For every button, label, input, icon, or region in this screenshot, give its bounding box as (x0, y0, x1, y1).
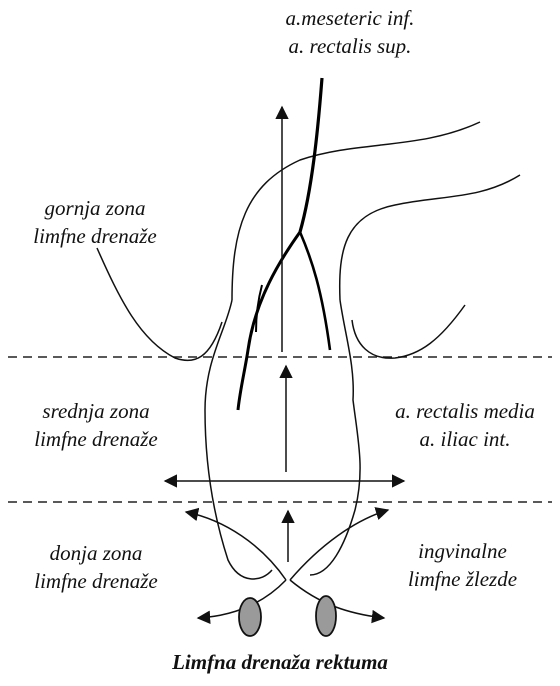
upper-zone-label: gornja zona limfne drenaže (10, 194, 180, 251)
middle-artery-label: a. rectalis media a. iliac int. (372, 397, 558, 454)
top-artery-label: a.meseteric inf. a. rectalis sup. (200, 4, 500, 61)
left-pelvic-outline (97, 248, 222, 360)
right-lymph-node (316, 596, 336, 636)
inguinal-right-arrow (290, 580, 384, 618)
upper-zone-line2: limfne drenaže (10, 222, 180, 250)
top-artery-line2: a. rectalis sup. (200, 32, 500, 60)
inguinal-label: ingvinalne limfne žlezde (380, 537, 545, 594)
lower-zone-line2: limfne drenaže (6, 567, 186, 595)
lower-zone-label: donja zona limfne drenaže (6, 539, 186, 596)
left-lymph-node (239, 598, 261, 636)
middle-artery-line1: a. rectalis media (372, 397, 558, 425)
middle-zone-label: srednja zona limfne drenaže (6, 397, 186, 454)
rectum-left-wall (205, 300, 272, 579)
middle-zone-line2: limfne drenaže (6, 425, 186, 453)
middle-artery-line2: a. iliac int. (372, 425, 558, 453)
rectum-right-wall (310, 300, 360, 575)
inguinal-line1: ingvinalne (380, 537, 545, 565)
colon-right-curve (340, 175, 520, 300)
diagram-caption: Limfna drenaža rektuma (0, 650, 560, 675)
inguinal-line2: limfne žlezde (380, 565, 545, 593)
artery-left-branch (238, 232, 300, 410)
lower-right-curve-arrow (290, 510, 388, 580)
lower-zone-line1: donja zona (6, 539, 186, 567)
middle-zone-line1: srednja zona (6, 397, 186, 425)
colon-upper-curve (232, 122, 480, 300)
right-pelvic-outline (352, 305, 465, 358)
upper-zone-line1: gornja zona (10, 194, 180, 222)
top-artery-line1: a.meseteric inf. (200, 4, 500, 32)
artery-right-branch (300, 232, 330, 350)
lower-left-curve-arrow (186, 512, 286, 580)
